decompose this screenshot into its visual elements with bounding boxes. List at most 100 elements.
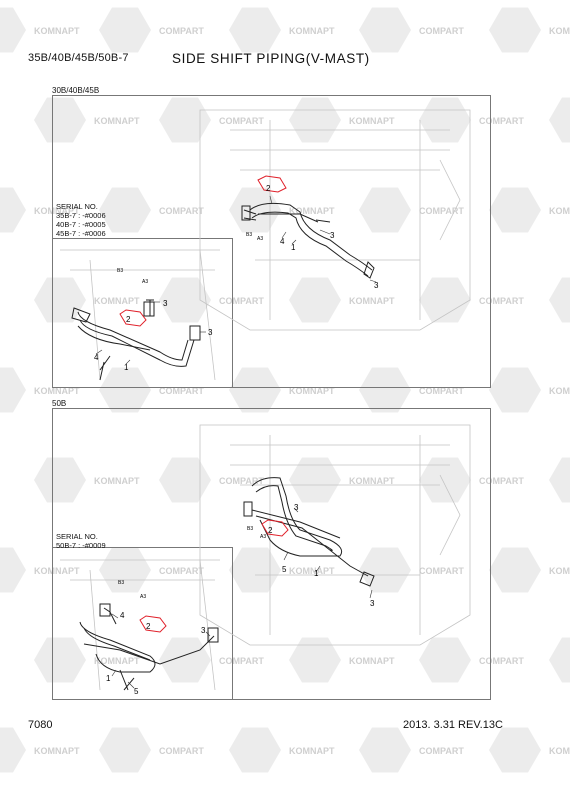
watermark-hex-emblem — [419, 457, 471, 503]
callout-3: 3 — [374, 281, 379, 290]
watermark-hex-emblem — [159, 97, 211, 143]
watermark-text: KOMNAPT — [349, 116, 395, 126]
watermark-hex-emblem — [419, 97, 471, 143]
port-label-b3: B3 — [246, 232, 252, 238]
inset-port-label-b3: B3 — [118, 580, 124, 586]
watermark-text: KOMNAPT — [94, 656, 140, 666]
watermark-hex-emblem — [489, 7, 541, 53]
watermark-text: KOMNAPT — [34, 26, 80, 36]
watermark-text: COMPART — [159, 746, 204, 756]
callout-3: 3 — [294, 503, 299, 512]
panel2-ghost-outline — [60, 424, 471, 691]
panel1-highlight-hex — [257, 175, 287, 193]
port-label-a3: A3 — [260, 534, 266, 540]
panel2-frame — [52, 408, 491, 700]
page-number: 7080 — [28, 719, 53, 731]
inset-port-label-a3: A3 — [140, 594, 146, 600]
callout-1: 1 — [291, 243, 296, 252]
watermark-hex-emblem — [489, 547, 541, 593]
watermark-text: COMPART — [159, 566, 204, 576]
watermark-hex-emblem — [549, 637, 570, 683]
watermark-hex-emblem — [159, 277, 211, 323]
watermark-hex-emblem — [0, 367, 26, 413]
panel1-serial-line: 35B-7 : -#0006 — [56, 211, 106, 220]
port-label-b3: B3 — [247, 526, 253, 532]
watermark-text: KOMNAPT — [549, 206, 570, 216]
callout-2: 2 — [268, 526, 273, 535]
panel1-frame — [52, 95, 491, 388]
watermark-text: COMPART — [479, 476, 524, 486]
watermark-text: KOMNAPT — [34, 386, 80, 396]
inset-callout-4: 4 — [120, 611, 125, 620]
panel2-inset-frame — [52, 547, 233, 699]
inset-callout-4: 4 — [94, 353, 99, 362]
watermark-hex-emblem — [159, 637, 211, 683]
watermark-hex-emblem — [34, 457, 86, 503]
panel2-serial: SERIAL NO. 50B-7 : -#0009 — [56, 532, 106, 550]
watermark-text: KOMNAPT — [549, 746, 570, 756]
panel1-inset-hoses — [71, 299, 201, 381]
watermark-hex-emblem — [289, 97, 341, 143]
panel2-highlight-hex — [261, 519, 289, 537]
callout-3: 3 — [370, 599, 375, 608]
watermark-text: KOMNAPT — [349, 296, 395, 306]
watermark-hex-emblem — [359, 187, 411, 233]
watermark-hex-emblem — [0, 187, 26, 233]
inset-callout-3: 3 — [208, 328, 213, 337]
panel1-inset-frame — [52, 238, 233, 387]
callout-2: 2 — [266, 184, 271, 193]
panel1-serial-line: 40B-7 : -#0005 — [56, 220, 106, 229]
watermark-text: KOMNAPT — [289, 566, 335, 576]
watermark-text: COMPART — [419, 386, 464, 396]
watermark-hex-emblem — [289, 277, 341, 323]
watermark-hex-emblem — [229, 727, 281, 773]
watermark-text: KOMNAPT — [349, 656, 395, 666]
panel1-serial-title: SERIAL NO. — [56, 202, 98, 211]
watermark-text: KOMNAPT — [289, 26, 335, 36]
panel2-leaders — [111, 507, 373, 689]
callout-1: 1 — [314, 569, 319, 578]
watermark-text: COMPART — [479, 296, 524, 306]
watermark-hex-emblem — [359, 727, 411, 773]
watermark-hex-emblem — [229, 367, 281, 413]
inset-callout-1: 1 — [106, 674, 111, 683]
watermark-text: COMPART — [419, 746, 464, 756]
panel1-serial-line: 45B-7 : -#0006 — [56, 229, 106, 238]
watermark-text: COMPART — [419, 26, 464, 36]
watermark-text: KOMNAPT — [549, 566, 570, 576]
watermark-text: KOMNAPT — [34, 746, 80, 756]
panel1-ghost-outline — [60, 109, 471, 381]
watermark-text: KOMNAPT — [549, 386, 570, 396]
inset-callout-3: 3 — [201, 626, 206, 635]
watermark-hex-emblem — [489, 367, 541, 413]
watermark-hex-emblem — [419, 637, 471, 683]
watermark-text: KOMNAPT — [349, 476, 395, 486]
page-title: SIDE SHIFT PIPING(V-MAST) — [172, 51, 370, 66]
watermark-text: COMPART — [219, 116, 264, 126]
panel2-serial-title: SERIAL NO. — [56, 532, 98, 541]
watermark-hex-emblem — [34, 637, 86, 683]
watermark-text: COMPART — [159, 206, 204, 216]
watermark-text: COMPART — [419, 206, 464, 216]
watermark-hex-emblem — [0, 727, 26, 773]
watermark-text: COMPART — [219, 656, 264, 666]
revision-label: 2013. 3.31 REV.13C — [403, 719, 503, 731]
inset-port-label-b3: B3 — [117, 268, 123, 274]
watermark-text: COMPART — [479, 116, 524, 126]
panel2-serial-line: 50B-7 : -#0009 — [56, 541, 106, 550]
panel2-hoses — [243, 477, 375, 587]
callout-5: 5 — [282, 565, 287, 574]
panel1-leaders — [95, 195, 377, 365]
watermark-text: COMPART — [219, 476, 264, 486]
watermark-hex-emblem — [359, 7, 411, 53]
watermark-text: KOMNAPT — [34, 206, 80, 216]
panel2-label: 50B — [52, 399, 67, 408]
watermark-text: COMPART — [159, 386, 204, 396]
watermark-hex-emblem — [229, 547, 281, 593]
inset-callout-2: 2 — [146, 622, 151, 631]
watermark-hex-emblem — [549, 457, 570, 503]
model-code: 35B/40B/45B/50B-7 — [28, 52, 129, 64]
